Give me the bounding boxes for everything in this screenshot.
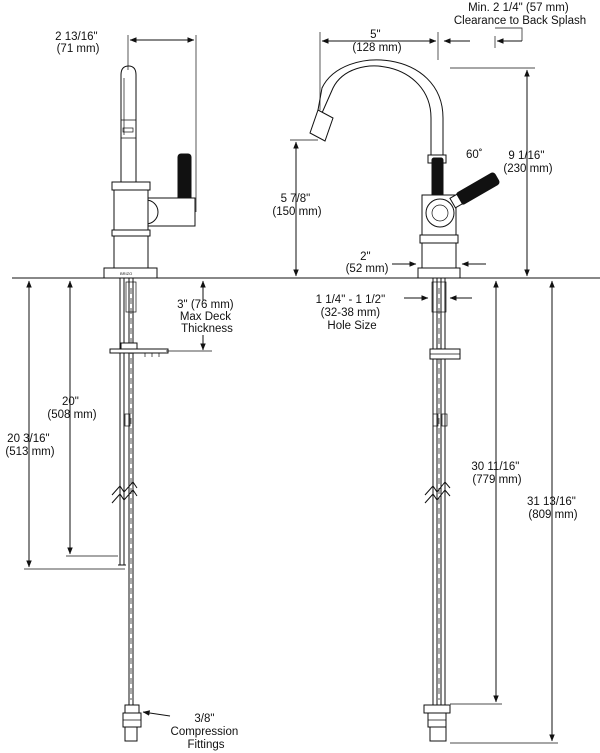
label-supply-length: 30 11/16" (779 mm) bbox=[471, 461, 522, 486]
label-left-total: 20 3/16" (513 mm) bbox=[5, 433, 54, 458]
label-shank-length: 20" (508 mm) bbox=[47, 396, 96, 421]
angled-handle bbox=[456, 172, 500, 205]
label-reach: 5" (128 mm) bbox=[352, 29, 401, 54]
label-top-width: 2 13/16" (71 mm) bbox=[55, 31, 101, 55]
label-deck-thickness: 3" (76 mm) Max Deck Thickness bbox=[177, 299, 237, 335]
label-base-diameter: 2" (52 mm) bbox=[346, 251, 389, 275]
brand-mark: BRIZO bbox=[120, 271, 132, 276]
label-right-total: 31 13/16" (809 mm) bbox=[527, 496, 579, 521]
label-compression-fittings: 3/8" Compression Fittings bbox=[171, 713, 242, 751]
label-overall-height: 9 1/16" (230 mm) bbox=[503, 150, 552, 175]
label-angle: 60˚ bbox=[466, 149, 483, 161]
side-view-faucet: BRIZO bbox=[103, 65, 196, 279]
dimension-lines bbox=[24, 27, 558, 744]
front-view-supply bbox=[423, 278, 461, 742]
label-clearance: Min. 2 1/4" (57 mm) Clearance to Back Sp… bbox=[454, 2, 586, 27]
dimension-labels: 2 13/16" (71 mm) 5" (128 mm) Min. 2 1/4"… bbox=[5, 2, 586, 751]
label-spout-height: 5 7/8" (150 mm) bbox=[272, 193, 321, 218]
front-view-faucet bbox=[309, 59, 500, 279]
front-grip bbox=[431, 157, 444, 199]
label-hole-size: 1 1/4" - 1 1/2" (32-38 mm) Hole Size bbox=[316, 294, 389, 332]
side-view-shank bbox=[109, 278, 169, 742]
